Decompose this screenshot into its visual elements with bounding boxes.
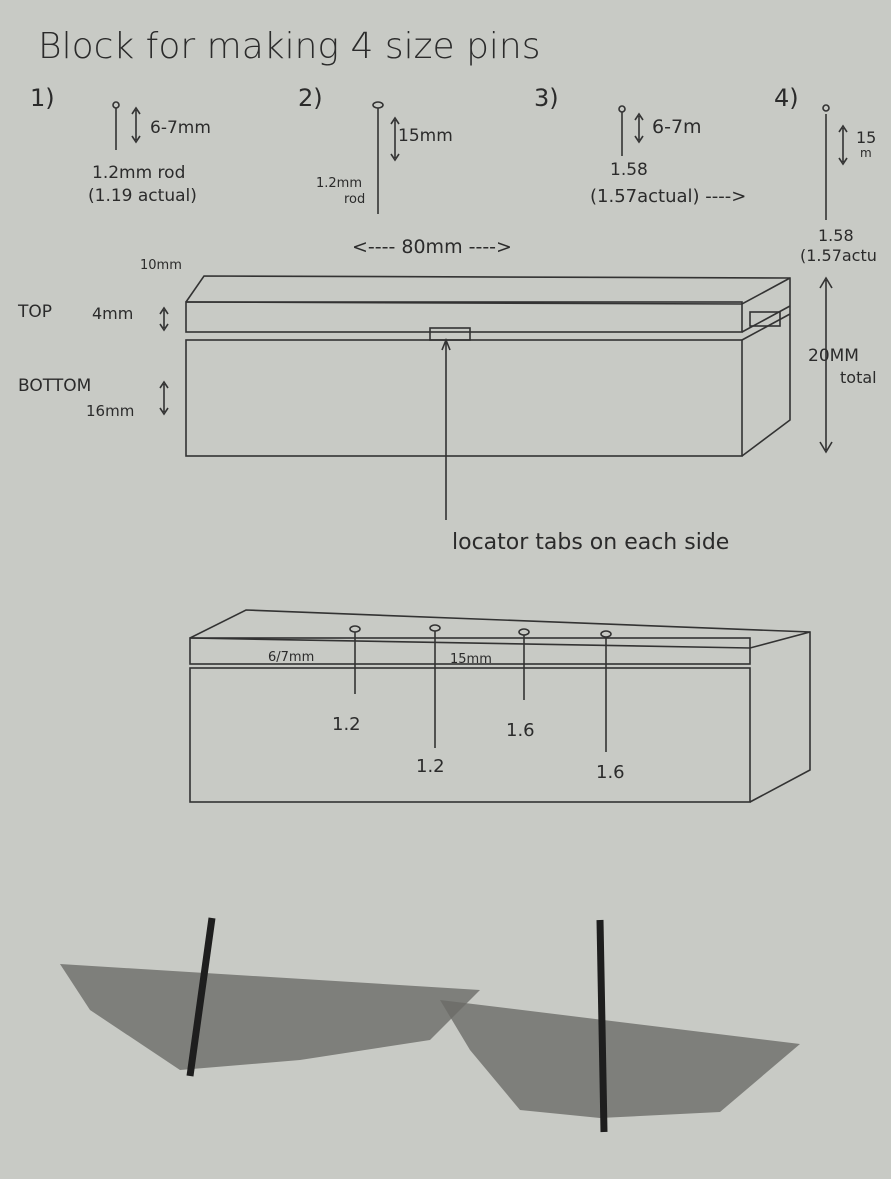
pin-3-rod: 1.58 (610, 160, 648, 180)
size-label-3: 1.6 (506, 720, 535, 741)
short-pin-label: 6/7mm (268, 650, 315, 665)
assembled-block-drawing (189, 609, 811, 803)
locator-note: locator tabs on each side (452, 530, 730, 555)
pin-4-number: 4) (774, 84, 799, 112)
pin-4-length-2: m (860, 146, 872, 160)
pin-1-number: 1) (30, 84, 55, 112)
pin-4-rod: 1.58 (818, 226, 854, 245)
shading-sample-right (440, 919, 800, 1133)
pin-2-drawing (372, 101, 400, 214)
pin-1-rod: 1.2mm rod (92, 163, 186, 183)
page-title: Block for making 4 size pins (38, 26, 541, 67)
size-label-2: 1.2 (416, 756, 445, 777)
total-height: 20MM (808, 346, 859, 366)
block-width-label: <---- 80mm ----> (352, 236, 512, 258)
pin-4-actual: (1.57actu (800, 246, 877, 265)
pin-1-actual: (1.19 actual) (88, 186, 197, 206)
size-label-4: 1.6 (596, 762, 625, 783)
top-height: 4mm (92, 304, 134, 323)
pin-3-number: 3) (534, 84, 559, 112)
block-depth-label: 10mm (140, 258, 182, 273)
pin-4-drawing (822, 104, 848, 220)
pin-3-drawing (618, 105, 644, 156)
pin-2-length: 15mm (398, 126, 453, 146)
pin-1-length: 6-7mm (150, 118, 211, 138)
pin-3-length: 6-7m (652, 116, 702, 138)
top-label: TOP (18, 302, 53, 322)
bottom-label: BOTTOM (18, 376, 92, 396)
pin-2-rod-2: rod (344, 192, 366, 207)
pin-2-number: 2) (298, 84, 323, 112)
pin-1-drawing (112, 101, 141, 150)
block-drawing (159, 275, 833, 520)
pin-3-actual: (1.57actual) ----> (590, 186, 747, 207)
pin-2-rod: 1.2mm (316, 176, 363, 191)
total-height-2: total (840, 368, 877, 387)
pin-4-length: 15 (856, 128, 877, 147)
size-label-1: 1.2 (332, 714, 361, 735)
bottom-height: 16mm (86, 402, 135, 420)
shading-sample-left (60, 917, 480, 1077)
